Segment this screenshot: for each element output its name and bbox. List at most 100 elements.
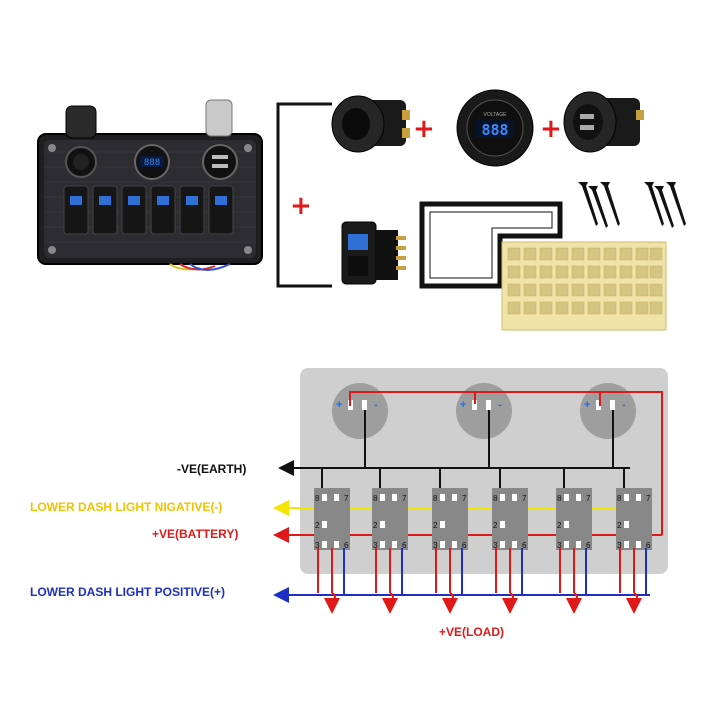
switch-pin-pad	[452, 541, 457, 548]
switch-pin-pad	[322, 521, 327, 528]
switch-pin-pad	[624, 521, 629, 528]
battery-wire-top	[349, 391, 476, 406]
plus-sign-2: +	[540, 114, 562, 144]
switch-pin-label: 7	[522, 494, 527, 503]
accessory-circle-3	[580, 383, 636, 439]
circle-plus-mark: +	[460, 399, 466, 411]
switch-pin-pad	[512, 541, 517, 548]
switch-pin-label: 8	[315, 494, 320, 503]
switch-pin-label: 7	[344, 494, 349, 503]
label-sticker-sheet-icon	[501, 241, 667, 331]
switch-pin-pad	[440, 521, 445, 528]
voltmeter-caption: VOLTAGE	[484, 112, 508, 118]
switch-pin-label: 6	[462, 541, 467, 550]
switch-block-3	[432, 488, 468, 550]
switch-pin-label: 6	[586, 541, 591, 550]
voltmeter-digits: 888	[481, 121, 508, 139]
switch-pin-label: 3	[433, 541, 438, 550]
switch-pin-pad	[452, 494, 457, 501]
circle-pin	[610, 400, 615, 410]
switch-pin-pad	[392, 494, 397, 501]
switch-pin-label: 2	[373, 521, 378, 530]
switch-pin-pad	[564, 521, 569, 528]
switch-pin-pad	[440, 494, 445, 501]
switch-pin-label: 6	[402, 541, 407, 550]
plus-sign-left: +	[290, 191, 312, 221]
accessory-circle-1	[332, 383, 388, 439]
switch-pin-label: 8	[373, 494, 378, 503]
cigarette-socket-icon	[331, 95, 410, 153]
switch-pin-label: 2	[617, 521, 622, 530]
switch-pin-pad	[500, 521, 505, 528]
switch-pin-pad	[512, 494, 517, 501]
usb-charger-icon	[563, 91, 644, 153]
battery-label: +VE(BATTERY)	[152, 527, 239, 541]
switch-pin-label: 2	[557, 521, 562, 530]
switch-pin-pad	[564, 494, 569, 501]
product-photo-area: 888 + + +	[0, 0, 720, 340]
earth-label: -VE(EARTH)	[177, 462, 247, 476]
circle-plus-mark: +	[584, 399, 590, 411]
switch-pin-pad	[636, 541, 641, 548]
load-wire-hop	[331, 592, 336, 602]
switch-pin-label: 2	[433, 521, 438, 530]
switch-pin-pad	[576, 494, 581, 501]
switch-pin-pad	[576, 541, 581, 548]
dash-negative-label: LOWER DASH LIGHT NIGATIVE(-)	[30, 500, 223, 514]
switch-pin-label: 6	[522, 541, 527, 550]
switch-pin-pad	[624, 541, 629, 548]
circle-pin	[472, 400, 477, 410]
switch-pin-label: 3	[373, 541, 378, 550]
circle-minus-mark: -	[622, 399, 626, 411]
panel-voltmeter-digits: 888	[144, 158, 160, 168]
circle-minus-mark: -	[498, 399, 502, 411]
switch-pin-label: 6	[646, 541, 651, 550]
rocker-switch-icon	[341, 221, 406, 285]
switch-pin-pad	[334, 494, 339, 501]
switch-pin-pad	[392, 541, 397, 548]
switch-pin-pad	[322, 541, 327, 548]
switch-pin-label: 2	[493, 521, 498, 530]
switch-pin-pad	[636, 494, 641, 501]
switch-pin-label: 3	[493, 541, 498, 550]
switch-pin-label: 8	[493, 494, 498, 503]
switch-pin-pad	[334, 541, 339, 548]
battery-wire-right	[600, 391, 663, 535]
circle-minus-mark: -	[374, 399, 378, 411]
circle-pin	[596, 400, 601, 410]
plus-sign-1: +	[413, 114, 435, 144]
switch-pin-label: 7	[402, 494, 407, 503]
switch-pin-label: 7	[646, 494, 651, 503]
switch-pin-label: 8	[433, 494, 438, 503]
load-wire-hop	[509, 592, 514, 602]
switch-pin-pad	[380, 541, 385, 548]
screws-icon	[578, 182, 686, 228]
switch-pin-label: 3	[557, 541, 562, 550]
switch-block-6	[616, 488, 652, 550]
switch-pin-label: 8	[557, 494, 562, 503]
switch-pin-pad	[624, 494, 629, 501]
switch-pin-pad	[380, 521, 385, 528]
switch-pin-pad	[500, 494, 505, 501]
switch-pin-pad	[440, 541, 445, 548]
switch-pin-pad	[380, 494, 385, 501]
switch-panel-photo: 888	[37, 99, 263, 271]
switch-block-5	[556, 488, 592, 550]
switch-pin-pad	[500, 541, 505, 548]
circle-pin	[362, 400, 367, 410]
switch-pin-label: 8	[617, 494, 622, 503]
load-wire-hop	[633, 592, 638, 602]
switch-pin-pad	[564, 541, 569, 548]
load-wire-hop	[573, 592, 578, 602]
voltmeter-icon: 888 VOLTAGE	[456, 89, 534, 167]
dash-positive-label: LOWER DASH LIGHT POSITIVE(+)	[30, 585, 226, 599]
mounting-frame-icon	[419, 201, 563, 289]
switch-pin-label: 2	[315, 521, 320, 530]
circle-pin	[486, 400, 491, 410]
switch-block-1	[314, 488, 350, 550]
switch-block-2	[372, 488, 408, 550]
load-label: +VE(LOAD)	[439, 625, 505, 639]
switch-pin-label: 6	[344, 541, 349, 550]
switch-pin-pad	[322, 494, 327, 501]
